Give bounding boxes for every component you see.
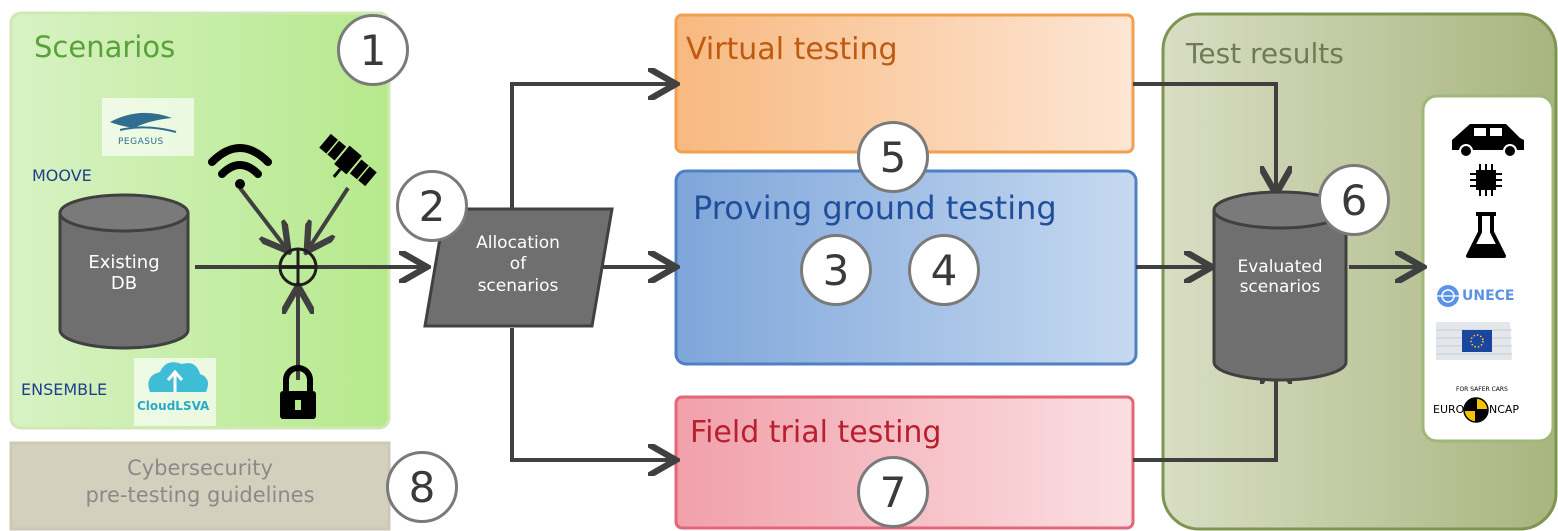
cloud-logo: [134, 358, 216, 426]
field-trial-title: Field trial testing: [690, 415, 942, 450]
evaluated-db-cylinder: [1212, 190, 1348, 382]
car-icon: [1452, 124, 1524, 158]
lock-icon: [280, 365, 316, 419]
existing-db-line1: Existing: [88, 252, 160, 273]
cybersecurity-panel: [9, 441, 391, 531]
ensemble-label: ENSEMBLE: [21, 380, 108, 399]
cybersecurity-line1: Cybersecurity: [127, 456, 273, 480]
marker-4: 4: [908, 234, 980, 306]
eu-commission-logo: [1436, 322, 1512, 360]
marker-7: 7: [857, 456, 929, 528]
un-emblem-icon: [1437, 285, 1459, 307]
marker-2: 2: [396, 170, 468, 242]
marker-8: 8: [386, 451, 458, 523]
pegasus-label: PEGASUS: [118, 137, 164, 147]
ncap-label: NCAP: [1489, 403, 1520, 416]
evaluated-db-line1: Evaluated: [1237, 257, 1323, 277]
wifi-icon: [208, 144, 272, 189]
allocation-line3: scenarios: [477, 275, 559, 296]
euro-label: EURO: [1433, 403, 1465, 416]
evaluated-db-label: Evaluated scenarios: [1214, 257, 1346, 297]
marker-5: 5: [857, 121, 929, 193]
satellite-icon: [319, 133, 377, 187]
pegasus-logo: [102, 98, 194, 156]
moove-label: MOOVE: [32, 166, 92, 185]
allocation-shape: [423, 207, 614, 328]
existing-db-label: Existing DB: [60, 252, 188, 294]
allocation-line1: Allocation: [476, 233, 560, 253]
chip-icon: [1470, 164, 1502, 196]
existing-db-line2: DB: [110, 272, 138, 294]
allocation-line2: of: [509, 254, 527, 275]
marker-3: 3: [800, 234, 872, 306]
existing-db-cylinder: [58, 193, 190, 350]
proving-ground-title: Proving ground testing: [693, 189, 1057, 227]
scenarios-title: Scenarios: [34, 30, 176, 64]
marker-1: 1: [337, 14, 409, 86]
cloud-label: CloudLSVA: [137, 399, 210, 413]
evaluated-db-line2: scenarios: [1239, 276, 1321, 297]
test-results-title: Test results: [1186, 37, 1344, 70]
ncap-arc-label: FOR SAFER CARS: [1456, 386, 1508, 393]
flask-icon: [1466, 212, 1506, 258]
marker-6: 6: [1318, 164, 1390, 236]
cybersecurity-label: Cybersecurity pre-testing guidelines: [40, 455, 360, 510]
circle-plus-icon: [278, 247, 318, 287]
cybersecurity-line2: pre-testing guidelines: [85, 483, 315, 508]
allocation-label: Allocation of scenarios: [430, 233, 606, 297]
euro-ncap-logo: [1463, 397, 1489, 423]
virtual-testing-title: Virtual testing: [686, 32, 898, 67]
unece-label: UNECE: [1462, 288, 1515, 304]
